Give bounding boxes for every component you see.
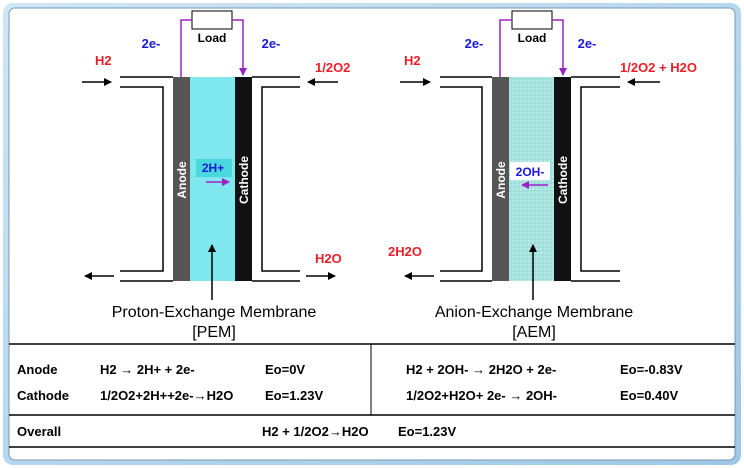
pem-wire-right bbox=[232, 19, 247, 76]
pem-anode-potential: Eo=0V bbox=[265, 362, 305, 377]
pem-anode-channel bbox=[120, 86, 164, 272]
aem-caption: Anion-Exchange Membrane bbox=[435, 304, 633, 321]
row-label-anode: Anode bbox=[17, 362, 57, 377]
reaction-table: Anode Cathode Overall H2 → 2H+ + 2e- Eo=… bbox=[9, 343, 735, 448]
pem-anode-equation: H2 → 2H+ + 2e- bbox=[100, 362, 195, 377]
aem-wire-right bbox=[552, 19, 567, 76]
pem-electron-left: 2e- bbox=[142, 36, 161, 51]
pem-anode-plate bbox=[173, 77, 190, 281]
aem-anode-potential: Eo=-0.83V bbox=[620, 362, 683, 377]
aem-cathode-equation: 1/2O2+H2O+ 2e- → 2OH- bbox=[406, 388, 557, 403]
aem-wire-left bbox=[499, 19, 512, 77]
pem-cathode-label: Cathode bbox=[237, 156, 251, 204]
pem-cathode-channel bbox=[261, 86, 300, 272]
aem-electron-right: 2e- bbox=[578, 36, 597, 51]
pem-cathode-plate bbox=[235, 77, 252, 281]
pem-load-label: Load bbox=[198, 31, 227, 45]
pem-wire-left bbox=[180, 19, 192, 77]
aem-cathode-label: Cathode bbox=[556, 156, 570, 204]
aem-electron-left: 2e- bbox=[465, 36, 484, 51]
pem-water-label: H2O bbox=[315, 251, 342, 266]
pem-cathode-equation: 1/2O2+2H++2e-→H2O bbox=[100, 388, 233, 403]
row-label-cathode: Cathode bbox=[17, 388, 69, 403]
row-label-overall: Overall bbox=[17, 424, 61, 439]
aem-cell: Load H2 2e- 2e- 1/2O2 + H2O 2OH- 2H2O An… bbox=[388, 10, 697, 341]
overall-equation: H2 + 1/2O2→H2O bbox=[262, 424, 369, 439]
pem-load-resistor bbox=[191, 10, 233, 30]
pem-o2-label: 1/2O2 bbox=[315, 60, 350, 75]
aem-h2-label: H2 bbox=[404, 53, 421, 68]
pem-h2-label: H2 bbox=[95, 53, 112, 68]
pem-caption: Proton-Exchange Membrane bbox=[112, 304, 317, 321]
aem-anode-label: Anode bbox=[494, 161, 508, 199]
aem-cathode-plate bbox=[554, 77, 571, 281]
aem-caption-abbr: [AEM] bbox=[512, 324, 556, 341]
aem-water-label: 2H2O bbox=[388, 244, 422, 259]
aem-load-label: Load bbox=[518, 31, 547, 45]
aem-cathode-channel bbox=[580, 86, 620, 272]
pem-ion-badge bbox=[196, 159, 232, 177]
aem-ion-badge bbox=[510, 162, 550, 180]
aem-o2-label: 1/2O2 + H2O bbox=[620, 60, 697, 75]
aem-ion-label: 2OH- bbox=[516, 165, 545, 179]
aem-cathode-potential: Eo=0.40V bbox=[620, 388, 679, 403]
pem-caption-abbr: [PEM] bbox=[192, 324, 236, 341]
aem-anode-equation: H2 + 2OH- → 2H2O + 2e- bbox=[406, 362, 556, 377]
pem-anode-label: Anode bbox=[175, 161, 189, 199]
pem-electron-right: 2e- bbox=[262, 36, 281, 51]
overall-potential: Eo=1.23V bbox=[398, 424, 457, 439]
pem-cathode-potential: Eo=1.23V bbox=[265, 388, 324, 403]
aem-anode-plate bbox=[492, 77, 509, 281]
pem-ion-label: 2H+ bbox=[202, 161, 224, 175]
aem-load-resistor bbox=[511, 10, 553, 30]
aem-anode-channel bbox=[440, 86, 483, 272]
pem-cell: Load H2 2e- 2e- 1/2O2 2H+ H2O Anode Cath… bbox=[82, 10, 350, 341]
